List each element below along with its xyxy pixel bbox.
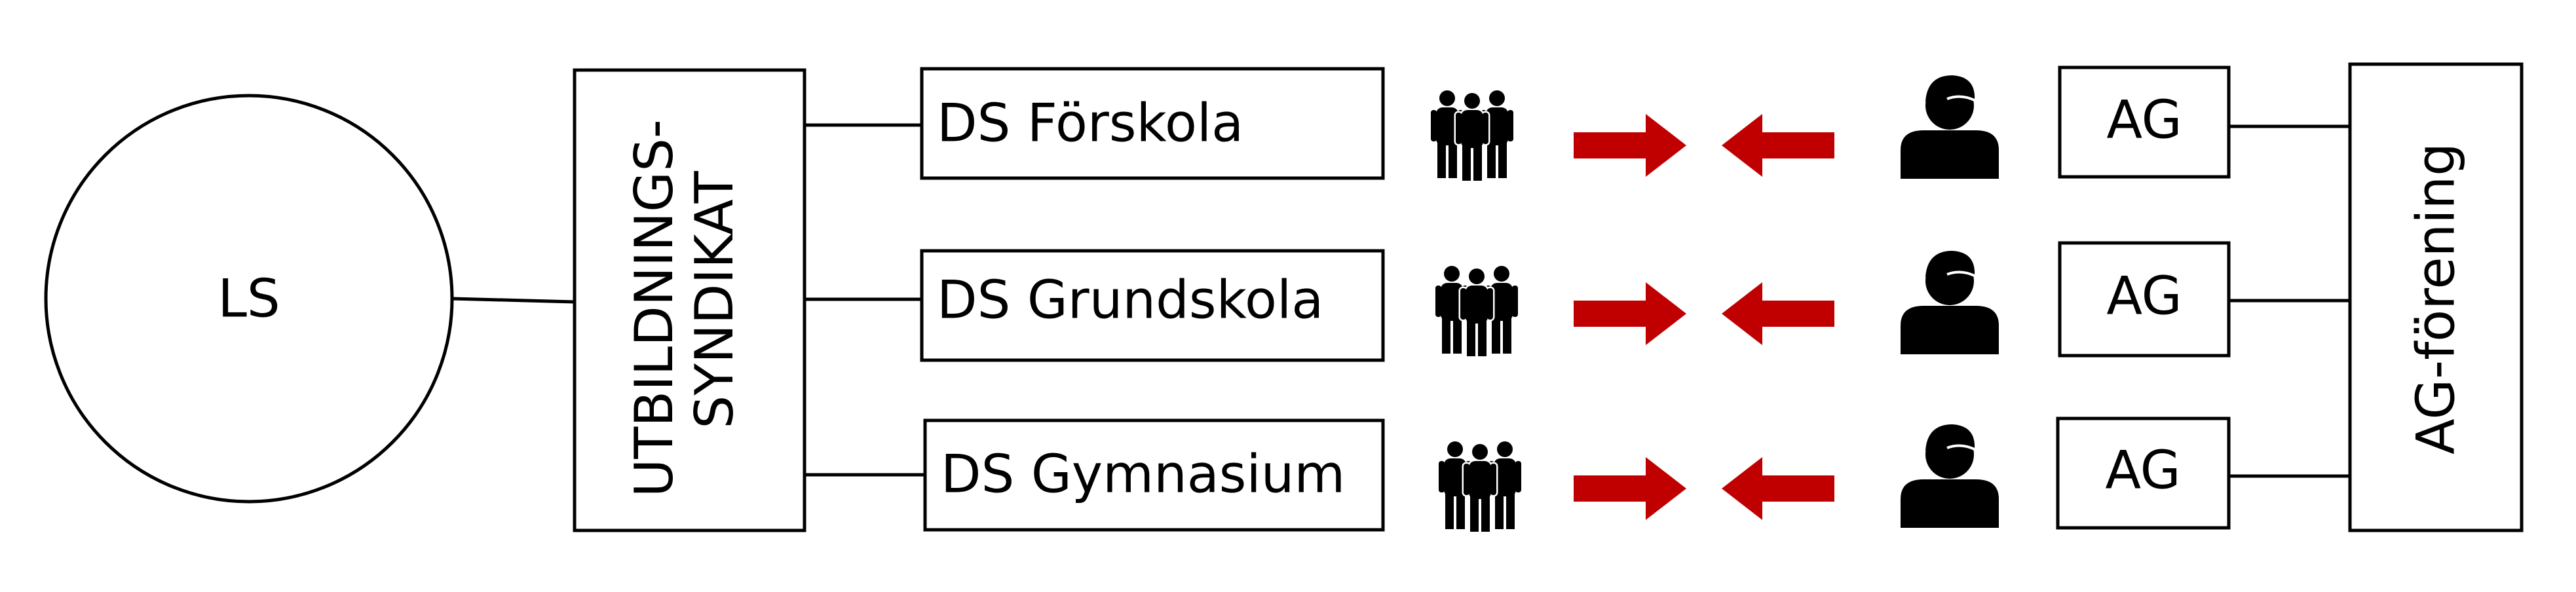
syndicate-label: UTBILDNINGS- SYNDIKAT <box>624 103 745 497</box>
ds-label-2: DS Grundskola <box>937 270 1323 331</box>
syndicate-label-line-2: SYNDIKAT <box>684 170 745 428</box>
ds-box-2 <box>920 249 1385 362</box>
arrow-left-icon <box>1722 457 1834 520</box>
connector-ls-syndicate <box>451 297 575 304</box>
ag-label-3: AG <box>2105 440 2180 501</box>
group-of-people-icon <box>1439 441 1521 532</box>
row-3: DS Gymnasium AG <box>923 416 2231 532</box>
association-node: AG-förening <box>2348 62 2524 532</box>
row-2: DS Grundskola AG <box>920 241 2231 362</box>
ds-box-3 <box>923 418 1385 532</box>
ag-box-1 <box>2058 65 2231 179</box>
ds-label-1: DS Förskola <box>937 93 1243 154</box>
connector-lines <box>451 123 2350 478</box>
row-1: DS Förskola AG <box>920 65 2231 181</box>
ag-box-2 <box>2058 241 2231 358</box>
association-label: AG-förening <box>2406 143 2467 454</box>
ag-box-3 <box>2056 416 2231 530</box>
group-of-people-icon <box>1431 90 1513 181</box>
ls-node: LS <box>44 94 454 504</box>
ag-label-1: AG <box>2106 90 2182 151</box>
person-icon <box>1899 74 2000 180</box>
person-icon <box>1899 250 2000 356</box>
ag-label-2: AG <box>2106 266 2182 327</box>
group-of-people-icon <box>1435 266 1518 356</box>
arrow-left-icon <box>1722 114 1834 177</box>
ls-label: LS <box>218 268 280 329</box>
arrow-right-icon <box>1574 282 1686 345</box>
arrow-right-icon <box>1574 114 1686 177</box>
syndicate-node: UTBILDNINGS- SYNDIKAT <box>573 68 806 532</box>
arrow-left-icon <box>1722 282 1834 345</box>
person-icon <box>1899 423 2000 529</box>
ds-box-1 <box>920 67 1385 180</box>
ds-label-3: DS Gymnasium <box>941 444 1345 505</box>
arrow-right-icon <box>1574 457 1686 520</box>
syndicate-label-line-1: UTBILDNINGS- <box>624 119 685 497</box>
